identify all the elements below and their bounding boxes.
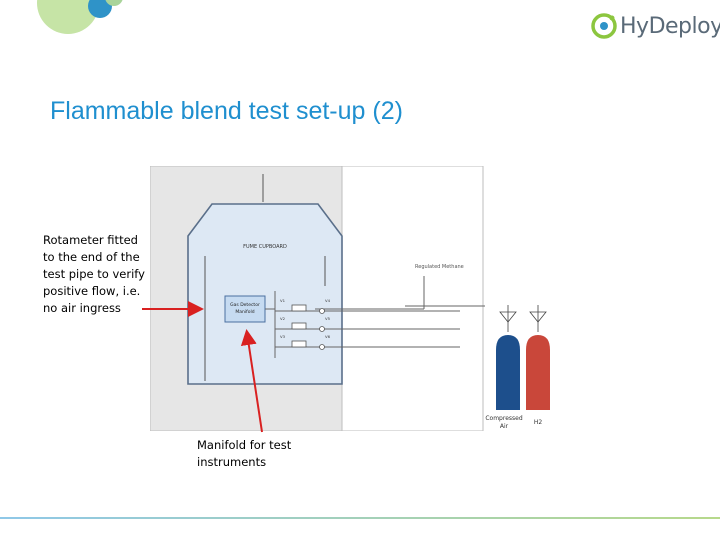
hydeploy-logo-icon (591, 13, 617, 39)
h2-cylinder (526, 335, 550, 410)
gas-cylinders: Compressed Air H2 (485, 305, 550, 430)
decor-circle-light (105, 0, 123, 6)
valve-label-4: V4 (325, 298, 331, 303)
manifold-label-2: Manifold (235, 309, 254, 315)
callout-manifold: Manifold for test instruments (197, 438, 292, 469)
h2-regulator-icon (529, 311, 547, 323)
logo-text: HyDeploy (620, 14, 720, 39)
h2-label: H2 (534, 419, 543, 426)
diagram-right-panel (342, 166, 483, 431)
valve-label-2: V2 (280, 316, 286, 321)
callout-rotameter: Rotameter fitted to the end of the test … (43, 233, 145, 315)
footer-divider (0, 517, 720, 519)
compressed-air-label-1: Compressed (485, 415, 522, 422)
compressed-air-cylinder (496, 335, 520, 410)
compressed-air-label-2: Air (500, 423, 509, 430)
decor-circle-blue (88, 0, 112, 18)
test-setup-diagram: FUME CUPBOARD Gas Detector Manifold Regu… (150, 166, 485, 431)
regulated-methane-label: Regulated Methane (415, 264, 464, 270)
air-regulator-icon (499, 311, 517, 323)
valve-label-6: V6 (325, 334, 331, 339)
fume-cupboard (187, 203, 343, 385)
fume-cupboard-label: FUME CUPBOARD (243, 244, 287, 250)
gas-detector-manifold (224, 295, 266, 323)
valve-label-5: V5 (325, 316, 331, 321)
valve-label-1: V1 (280, 298, 286, 303)
manifold-label-1: Gas Detector (230, 302, 260, 308)
valve-label-3: V3 (280, 334, 286, 339)
slide-title: Flammable blend test set-up (2) (50, 97, 403, 125)
